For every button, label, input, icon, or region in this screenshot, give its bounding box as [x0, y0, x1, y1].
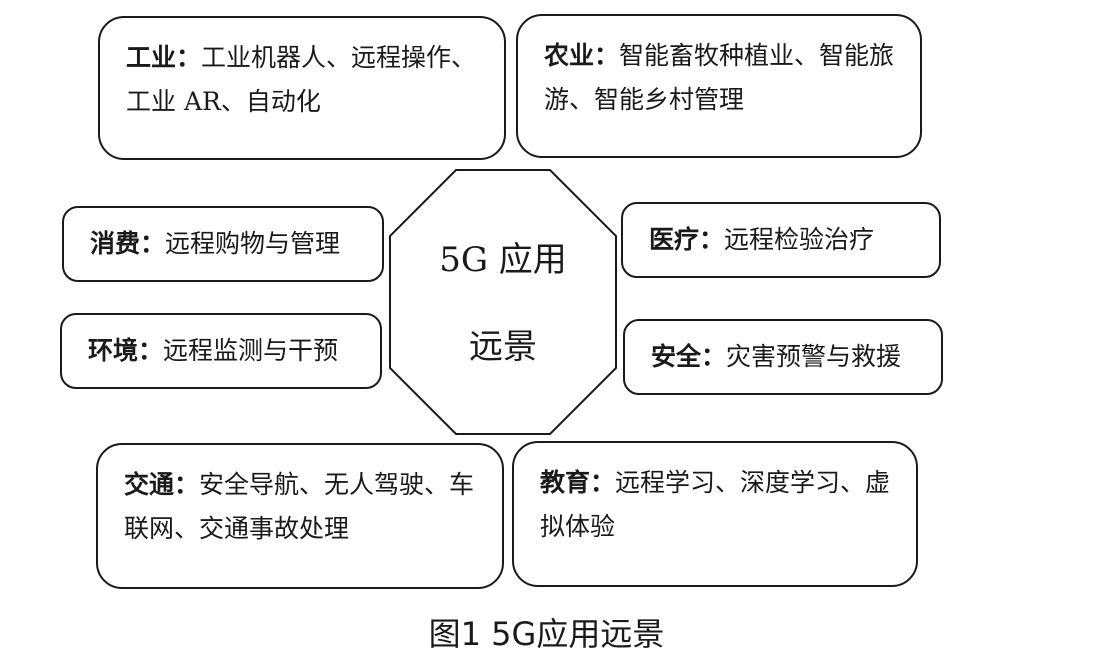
transport-label: 交通 [124, 470, 175, 499]
industry-box: 工业：工业机器人、远程操作、工业 AR、自动化 [98, 16, 506, 160]
environment-text: 远程监测与干预 [163, 336, 339, 365]
transport-text: 安全导航、无人驾驶、车联网、交通事故处理 [124, 470, 475, 543]
center-title-line1: 5G 应用 [439, 240, 567, 280]
figure-caption: 图1 5G应用远景 [428, 615, 665, 653]
environment-separator: ： [138, 336, 164, 365]
agriculture-label: 农业 [544, 41, 595, 70]
medical-separator: ： [699, 225, 725, 254]
industry-separator: ： [176, 43, 202, 72]
medical-text: 远程检验治疗 [724, 225, 875, 254]
agriculture-text: 智能畜牧种植业、智能旅游、智能乡村管理 [544, 41, 895, 114]
education-separator: ： [590, 468, 616, 497]
industry-label: 工业 [126, 43, 177, 72]
consumption-separator: ： [140, 229, 166, 258]
transport-box: 交通：安全导航、无人驾驶、车联网、交通事故处理 [96, 443, 504, 589]
medical-box: 医疗：远程检验治疗 [621, 202, 941, 278]
agriculture-separator: ： [594, 41, 620, 70]
education-label: 教育 [540, 468, 591, 497]
transport-separator: ： [174, 470, 200, 499]
agriculture-box: 农业：智能畜牧种植业、智能旅游、智能乡村管理 [516, 14, 922, 158]
environment-box: 环境：远程监测与干预 [60, 313, 382, 389]
safety-separator: ： [701, 342, 727, 371]
consumption-label: 消费 [90, 229, 141, 258]
environment-label: 环境 [88, 336, 139, 365]
center-title-line2: 远景 [469, 327, 537, 367]
safety-label: 安全 [651, 342, 702, 371]
education-text: 远程学习、深度学习、虚拟体验 [540, 468, 891, 541]
safety-text: 灾害预警与救援 [726, 342, 902, 371]
consumption-text: 远程购物与管理 [165, 229, 341, 258]
industry-text: 工业机器人、远程操作、工业 AR、自动化 [126, 43, 477, 116]
octagon-shape [389, 169, 617, 435]
medical-label: 医疗 [649, 225, 700, 254]
education-box: 教育：远程学习、深度学习、虚拟体验 [512, 441, 918, 587]
center-octagon [389, 169, 617, 435]
consumption-box: 消费：远程购物与管理 [62, 206, 384, 282]
safety-box: 安全：灾害预警与救援 [623, 319, 943, 395]
